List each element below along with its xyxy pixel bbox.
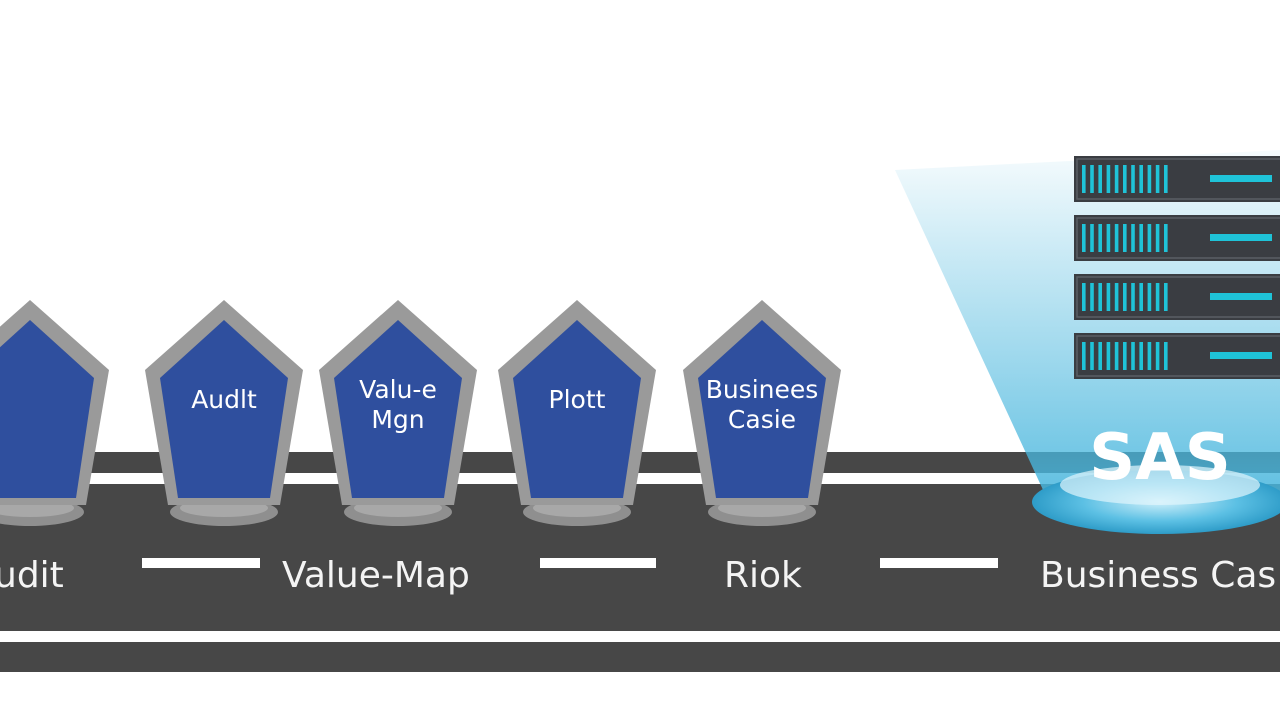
server-bezel [1076, 276, 1280, 318]
server-vent-led [1131, 342, 1135, 370]
server-vent-led [1090, 283, 1094, 311]
server-vent-led [1098, 224, 1102, 252]
server-vent-led [1123, 165, 1127, 193]
server-status-led [1210, 175, 1272, 182]
badge-label-line: Businees [705, 375, 819, 404]
server-vent-led [1164, 342, 1168, 370]
server-vent-led [1114, 224, 1119, 252]
server-bezel [1076, 217, 1280, 259]
server-bezel [1076, 158, 1280, 200]
server-vent-led [1164, 224, 1168, 252]
badge-label-line: Casie [727, 405, 797, 434]
badge-label-line: Mgn [371, 405, 425, 434]
server-vent-led [1082, 342, 1086, 370]
lane-dash [540, 558, 656, 568]
badge-label-line: Plott [548, 385, 606, 414]
road-bottom-line [0, 631, 1280, 642]
hub-base-disc-inner [1060, 465, 1260, 505]
server-vent-led [1114, 283, 1119, 311]
server-vent-led [1098, 283, 1102, 311]
server-status-led [1210, 234, 1272, 241]
server-bezel [1076, 335, 1280, 377]
server-vent-led [1139, 342, 1143, 370]
badge-label-line: Audlt [191, 385, 257, 414]
server-unit [1074, 274, 1280, 320]
server-vent-led [1106, 283, 1111, 311]
badge-face [160, 320, 288, 498]
server-vent-led [1164, 283, 1168, 311]
badge-audit [145, 300, 303, 526]
badge-pilot [498, 300, 656, 526]
server-vent-led [1147, 224, 1152, 252]
badge-value-map [319, 300, 477, 526]
server-vent-led [1155, 283, 1160, 311]
badge-business-case [683, 300, 841, 526]
server-vent-led [1123, 342, 1127, 370]
road-label: Riok [724, 555, 802, 596]
server-vent-led [1098, 342, 1102, 370]
server-unit [1074, 215, 1280, 261]
lane-dash [880, 558, 998, 568]
server-stack [1074, 156, 1280, 379]
hub-label: SAS [1089, 421, 1231, 495]
badge-pilot-label: Plott [502, 385, 652, 415]
server-vent-led [1082, 283, 1086, 311]
server-vent-led [1090, 165, 1094, 193]
lane-dash [142, 558, 260, 568]
server-vent-led [1131, 283, 1135, 311]
server-vent-led [1098, 165, 1102, 193]
server-status-led [1210, 352, 1272, 359]
badge-face [513, 320, 641, 498]
server-vent-led [1147, 342, 1152, 370]
server-vent-led [1164, 165, 1168, 193]
server-vent-led [1090, 342, 1094, 370]
road-label: Value-Map [282, 555, 470, 596]
server-vent-led [1131, 165, 1135, 193]
badge-label-line: Valu-e [359, 375, 437, 404]
server-vent-led [1114, 165, 1119, 193]
server-vent-led [1155, 224, 1160, 252]
badge-face [334, 320, 462, 498]
server-vent-led [1082, 165, 1086, 193]
server-vent-led [1106, 342, 1111, 370]
badges-layer [0, 300, 841, 526]
server-vent-led [1131, 224, 1135, 252]
badge-1 [0, 300, 109, 526]
server-vent-led [1090, 224, 1094, 252]
server-unit [1074, 156, 1280, 202]
server-vent-led [1106, 165, 1111, 193]
server-vent-led [1123, 283, 1127, 311]
road-label: Business Cas [1040, 555, 1277, 596]
server-vent-led [1139, 224, 1143, 252]
server-unit [1074, 333, 1280, 379]
road-label: udit [0, 555, 64, 596]
server-vent-led [1114, 342, 1119, 370]
road-top-line [0, 473, 1280, 484]
badge-face [0, 320, 94, 498]
server-vent-led [1123, 224, 1127, 252]
server-vent-led [1147, 165, 1152, 193]
server-vent-led [1155, 165, 1160, 193]
server-vent-led [1155, 342, 1160, 370]
server-vent-led [1139, 283, 1143, 311]
server-vent-led [1147, 283, 1152, 311]
server-vent-led [1106, 224, 1111, 252]
server-vent-led [1082, 224, 1086, 252]
badge-audit-label: Audlt [149, 385, 299, 415]
server-status-led [1210, 293, 1272, 300]
server-vent-led [1139, 165, 1143, 193]
badge-face [698, 320, 826, 498]
